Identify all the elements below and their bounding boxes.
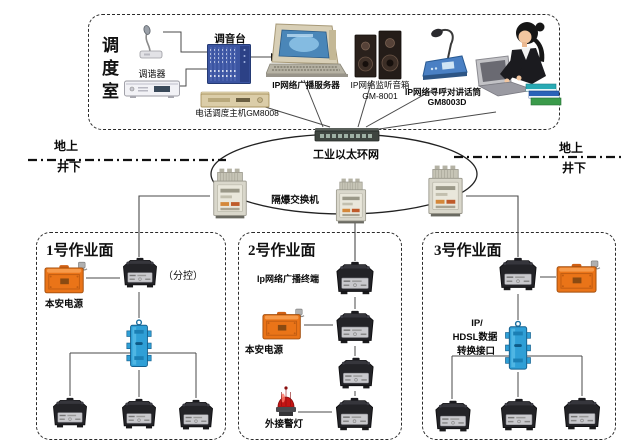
monitor-speaker-label: IP网络监听音箱	[350, 80, 410, 90]
broadcast-terminal-label: Ip网络广播终端	[257, 274, 319, 284]
workspace-3-title: 3号作业面	[434, 243, 502, 259]
ring-network-label: 工业以太环网	[311, 149, 381, 161]
downlink-wires	[138, 195, 519, 261]
workspace-2-title: 2号作业面	[248, 243, 316, 259]
explosion-proof-switch-label: 隔爆交换机	[269, 195, 321, 206]
converter-label-line1: IP/	[471, 318, 483, 329]
safe-power-label-2: 本安电源	[244, 345, 284, 356]
ground-lines	[28, 155, 622, 162]
speaker-terminal-3a	[496, 256, 540, 294]
paging-microphone	[418, 26, 470, 86]
ethernet-switch	[314, 125, 380, 143]
warning-light-label: 外接警灯	[264, 419, 304, 430]
tuner-label: 调谐器	[138, 69, 166, 79]
subcontrol-terminal	[120, 255, 160, 292]
safe-power-label-1: 本安电源	[44, 299, 84, 310]
workspace-1-box	[36, 232, 226, 440]
workspace-3-box	[422, 232, 616, 440]
tuner-device	[124, 80, 180, 98]
ground-left-below-label: 井下	[56, 160, 82, 174]
ground-right-above-label: 地上	[558, 141, 584, 155]
monitor-speakers	[354, 29, 402, 81]
speaker-terminal-2b	[333, 309, 377, 347]
speaker-terminal-1c	[176, 398, 216, 433]
speaker-terminal-2c	[335, 356, 377, 392]
safe-power-supply-3	[556, 258, 601, 295]
workspace3-wires	[451, 276, 583, 399]
dispatch-microphone	[136, 22, 166, 64]
junction-box-1	[124, 318, 154, 370]
workspace-1-title: 1号作业面	[46, 243, 114, 259]
mixer-label: 调音台	[214, 33, 246, 45]
speaker-terminal-3c	[497, 397, 541, 434]
explosion-proof-switch-2	[328, 176, 374, 226]
explosion-proof-switch-1	[208, 165, 252, 222]
dispatch-wires	[163, 31, 497, 130]
speaker-terminal-2a	[333, 260, 377, 298]
broadcast-server-label: IP网络广播服务器	[272, 80, 340, 90]
safe-power-supply-1	[44, 259, 88, 296]
speaker-terminal-2d	[332, 396, 377, 434]
workspace-2-box	[238, 232, 402, 440]
converter-label-line2: HDSL数据	[452, 332, 498, 343]
ground-left-above-label: 地上	[53, 139, 79, 153]
explosion-proof-switch-3	[423, 162, 468, 220]
speaker-terminal-1a	[50, 396, 90, 431]
workspace2-wires	[298, 297, 356, 413]
phone-host-label: 电话调度主机GM8008	[195, 108, 279, 118]
converter-label-line3: 转换接口	[456, 346, 496, 357]
speaker-terminal-3d	[560, 396, 604, 433]
paging-mic-model: GM8003D	[427, 97, 467, 107]
warning-light	[274, 384, 298, 418]
mixing-console	[207, 44, 251, 84]
broadcast-server-computer	[265, 22, 348, 80]
junction-box-3	[502, 320, 534, 372]
operator-illustration	[474, 18, 562, 110]
monitor-speaker-model: GM-8001	[362, 91, 398, 101]
speaker-terminal-3b	[432, 399, 474, 435]
paging-mic-label: IP网络寻呼对讲话筒	[404, 87, 482, 97]
subcontrol-label: （分控）	[163, 271, 203, 282]
phone-dispatch-host	[200, 89, 270, 109]
speaker-terminal-1b	[119, 397, 159, 432]
dispatch-room-title: 调度室	[99, 36, 118, 105]
safe-power-supply-2	[262, 306, 305, 342]
ground-right-below-label: 井下	[561, 161, 587, 175]
